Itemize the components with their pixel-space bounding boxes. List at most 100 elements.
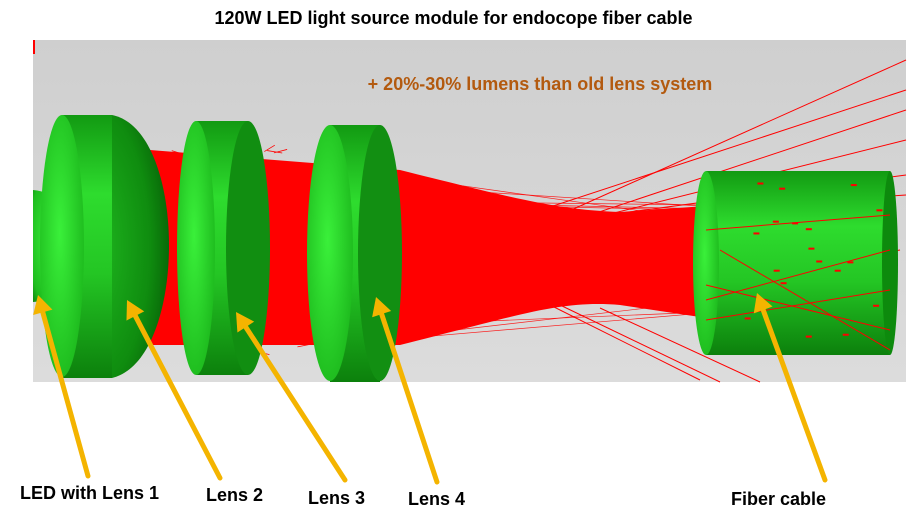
ray (394, 299, 721, 338)
ray (394, 311, 721, 340)
fiber-ray-dash (834, 269, 841, 272)
fiber-ray-dash (876, 209, 883, 212)
fiber-cable (693, 171, 898, 355)
label-lens-3: Lens 3 (308, 488, 366, 508)
ray (394, 212, 721, 238)
ray (394, 210, 721, 261)
label-led-lens-1: LED with Lens 1 (20, 483, 160, 503)
arrow-fiber-cable-head (753, 293, 773, 314)
arrow-lens-4-shaft (379, 311, 440, 485)
ray (394, 252, 721, 302)
ray (394, 250, 721, 258)
stray-ray (599, 307, 761, 383)
ray (394, 173, 721, 289)
fiber-ray-dash (873, 304, 880, 307)
pointer-arrows (33, 293, 828, 485)
arrow-lens-3-head (236, 312, 255, 333)
arrow-lens-2-head (126, 300, 145, 321)
ray (276, 274, 293, 279)
diagram-subtitle: + 20%-30% lumens than old lens system (367, 74, 713, 94)
ray (268, 205, 299, 210)
fiber-ray-dash (744, 317, 751, 320)
arrow-led-lens-1-shaft (40, 309, 91, 479)
fiber-ray-dash (757, 182, 764, 185)
ray (394, 199, 721, 291)
fiber-ray-dash (808, 247, 815, 250)
label-fiber-cable: Fiber cable (731, 489, 827, 509)
ray (267, 150, 283, 154)
ray (394, 200, 721, 206)
ray (394, 172, 721, 245)
ray (394, 212, 721, 297)
ray (394, 193, 721, 293)
ray (394, 289, 721, 302)
arrow-lens-4 (372, 297, 440, 485)
ray (264, 317, 281, 326)
ray (394, 281, 721, 299)
ray (394, 201, 721, 210)
stray-ray (589, 109, 907, 216)
ray (394, 251, 721, 254)
ray (279, 181, 293, 189)
fiber-ray-dash (805, 335, 812, 338)
ray (394, 248, 721, 280)
fiber-ray-dash (753, 232, 760, 235)
ray (394, 193, 721, 255)
ray (394, 186, 721, 208)
ray (394, 221, 721, 260)
fiber-ray-dash (805, 228, 812, 231)
ray (279, 248, 295, 252)
arrow-led-lens-1-head (33, 295, 53, 316)
viewport-corner-mark (33, 40, 35, 54)
ray (394, 183, 721, 245)
arrow-led-lens-1 (33, 295, 91, 479)
ray (268, 335, 284, 342)
fiber-ray-overlay (705, 182, 891, 351)
fiber-ray-dash (780, 282, 787, 285)
ray (394, 175, 721, 223)
fiber-ray (705, 284, 891, 331)
ray (291, 288, 304, 294)
ray (394, 276, 721, 308)
fiber-ray (719, 249, 891, 351)
ray (275, 324, 295, 328)
fiber-ray-dash (842, 333, 849, 336)
label-lens-4: Lens 4 (408, 489, 466, 509)
ray (264, 144, 276, 152)
arrow-lens-2-shaft (132, 313, 223, 481)
ray (394, 219, 721, 314)
stray-ray (559, 304, 721, 383)
arrow-lens-4-head (372, 297, 392, 318)
ray (292, 226, 305, 233)
ray (394, 235, 721, 292)
diagram-title: 120W LED light source module for endocop… (214, 8, 693, 28)
ray (394, 209, 721, 249)
lens-3 (307, 125, 402, 382)
arrow-lens-3 (236, 312, 348, 483)
fiber-ray-dash (850, 184, 857, 187)
lens-2 (177, 121, 270, 375)
fiber-ray-dash (816, 260, 823, 263)
ray (394, 220, 721, 323)
ray (394, 216, 721, 245)
label-lens-2: Lens 2 (206, 485, 264, 505)
ray (394, 207, 721, 272)
fiber-ray-dash (772, 220, 779, 223)
fiber-ray (705, 249, 891, 301)
ray (394, 203, 721, 211)
ray (273, 256, 287, 264)
stray-ray (539, 299, 701, 381)
fiber-ray-dash (792, 222, 799, 225)
ray (394, 246, 721, 266)
ray (394, 192, 721, 233)
fiber-ray-dash (779, 187, 786, 190)
fiber-ray-dash (773, 269, 780, 272)
ray (394, 185, 721, 308)
arrow-lens-2 (126, 300, 223, 481)
ray (394, 240, 721, 270)
stray-ray (559, 59, 907, 216)
fiber-ray (705, 289, 891, 321)
ray (394, 233, 721, 332)
